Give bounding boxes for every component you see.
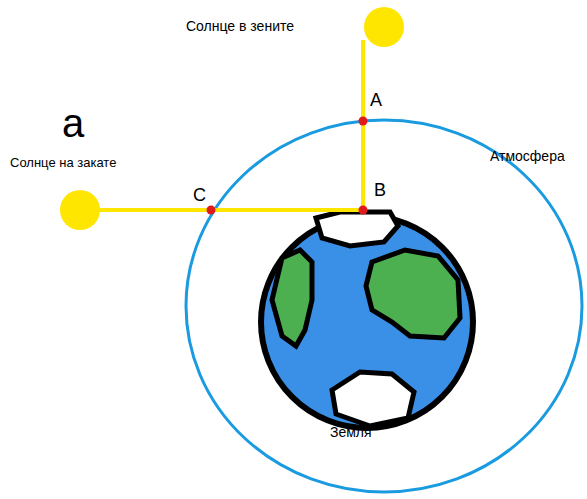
- earth-label: Земля: [330, 424, 372, 440]
- sun-caption: Солнце в зените: [186, 18, 294, 34]
- sun-symbol: [364, 7, 404, 47]
- point-letter: C: [193, 185, 206, 206]
- sun-ray: [95, 208, 363, 212]
- point-letter: B: [374, 180, 386, 201]
- region-label: Атмосфера: [490, 148, 565, 164]
- point-dot: [359, 117, 368, 126]
- point-dot: [359, 206, 368, 215]
- earth-figure: [261, 212, 473, 428]
- point-dot: [207, 206, 216, 215]
- point-letter: A: [370, 90, 382, 111]
- sun-caption: Солнце на закате: [10, 156, 116, 171]
- sun-symbol: [60, 190, 100, 230]
- figure-letter: а: [62, 100, 84, 146]
- atmosphere-outline: [186, 120, 582, 492]
